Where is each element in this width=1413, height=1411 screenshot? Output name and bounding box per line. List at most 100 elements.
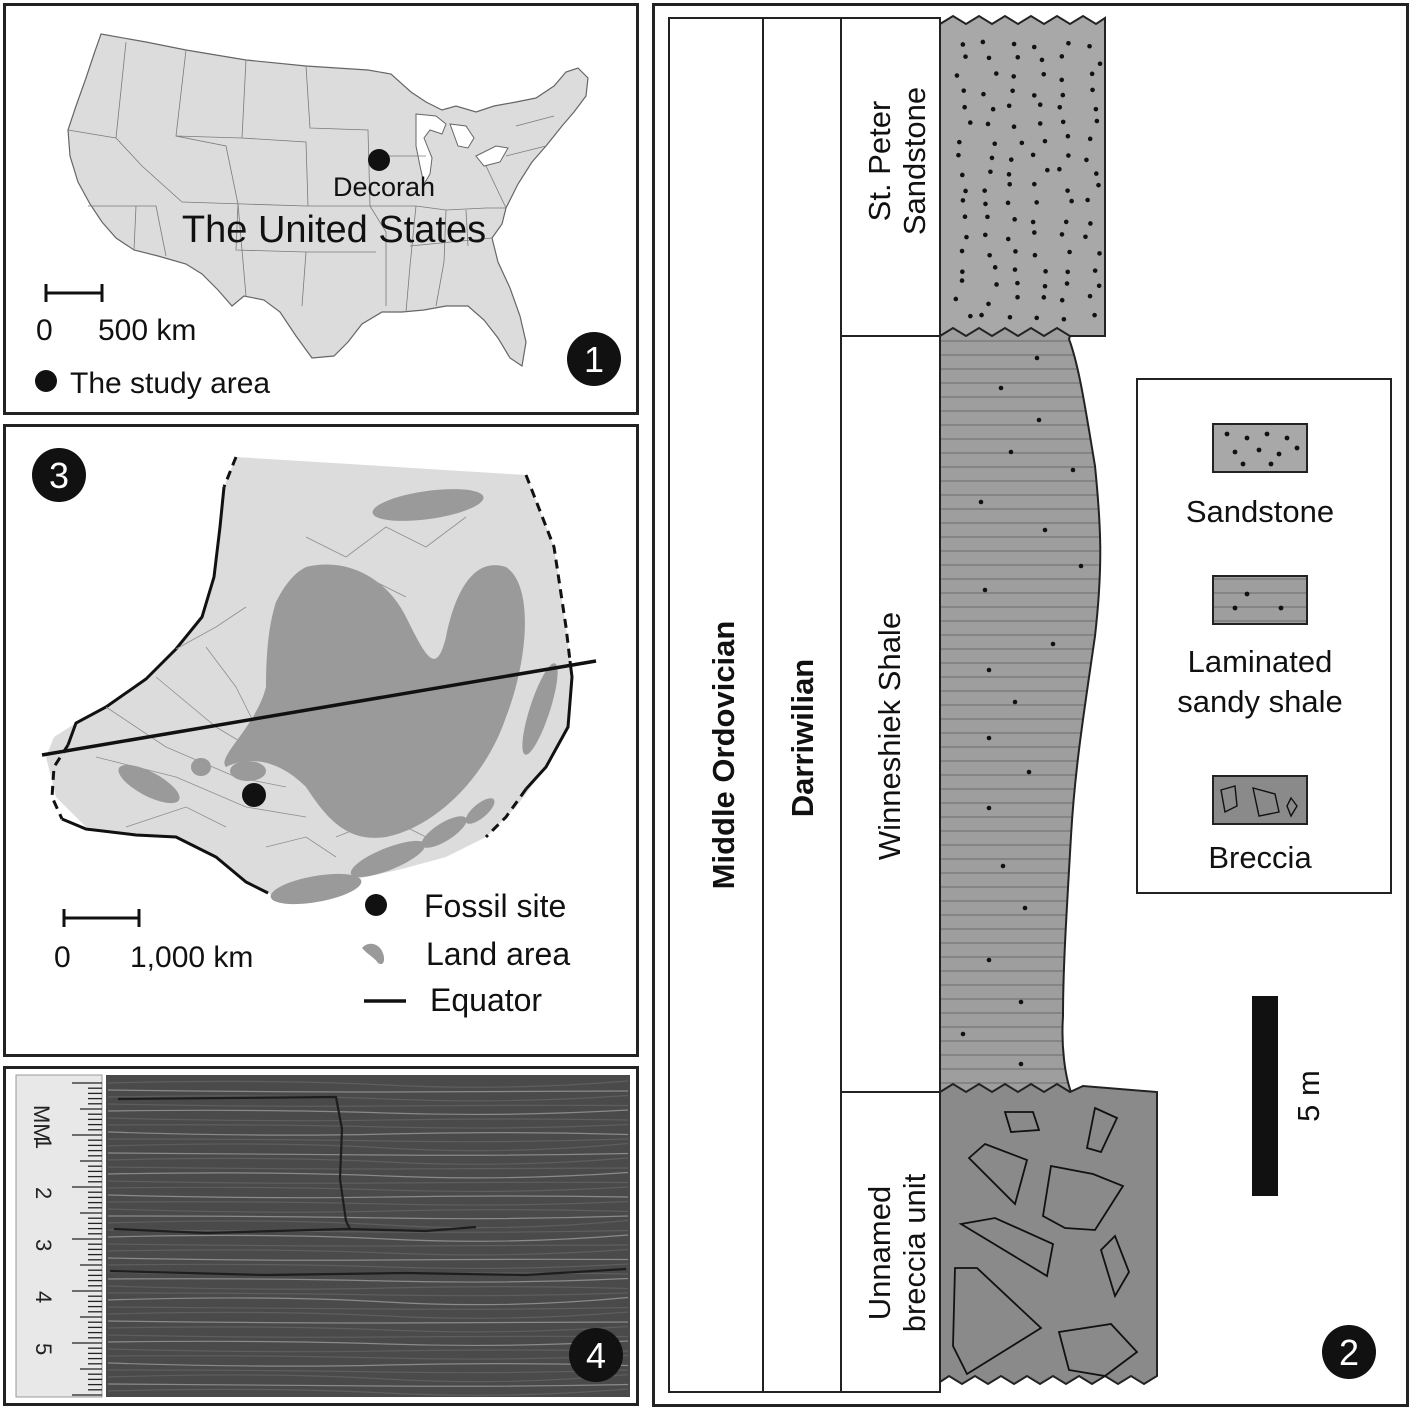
pattern-dot <box>994 282 999 287</box>
legend-breccia-clasts <box>1220 785 1298 818</box>
pattern-dot <box>988 169 993 175</box>
pattern-dot <box>1097 61 1103 67</box>
pattern-dot <box>1088 221 1093 226</box>
pattern-dot <box>981 91 986 97</box>
pattern-dot <box>1060 119 1066 125</box>
lamina-line <box>107 1208 629 1213</box>
pattern-dot <box>964 234 969 240</box>
fossil-site-dot <box>242 783 266 807</box>
pattern-dot <box>963 188 968 194</box>
formation-label-middle: Winneshiek Shale <box>872 612 907 860</box>
lamina-line <box>107 1285 629 1290</box>
ruler-number-3: 3 <box>31 1239 56 1251</box>
pattern-dot <box>986 301 991 307</box>
equator-line <box>41 659 597 757</box>
legend-shale-label-line2: sandy shale <box>1177 684 1342 719</box>
pattern-dot <box>1066 153 1071 158</box>
pattern-dot <box>1057 104 1063 110</box>
pattern-dot <box>979 312 984 318</box>
pattern-dot <box>1059 77 1065 83</box>
pattern-dot <box>1018 999 1024 1005</box>
ruler-unit-label: MM <box>29 1105 54 1142</box>
lamina-line <box>107 1080 629 1088</box>
lamina-line <box>107 1263 629 1270</box>
pattern-dot <box>1032 252 1038 258</box>
legend-sandstone-dots <box>1224 431 1300 467</box>
pattern-dot <box>987 252 992 258</box>
legend-shale-dots <box>1232 591 1284 611</box>
panel-specimen-photo: MM 1 2 3 4 5 4 <box>3 1066 639 1406</box>
pattern-dot <box>968 313 973 319</box>
pattern-dot <box>1019 140 1025 146</box>
pattern-dot <box>1094 118 1100 124</box>
lamina-line <box>107 1340 629 1347</box>
pattern-dot <box>1031 44 1037 50</box>
formation-label-bottom-line2: breccia unit <box>897 1173 932 1332</box>
pattern-dot <box>1060 92 1066 98</box>
pattern-dot <box>960 1031 966 1037</box>
pattern-dot <box>1092 268 1098 273</box>
lamina-line <box>107 1142 629 1152</box>
panel-badge-4-number: 4 <box>586 1335 606 1376</box>
legend-fossil-site-label: Fossil site <box>424 888 566 924</box>
coast-solid-east <box>524 660 574 791</box>
lamina-line <box>107 1325 629 1333</box>
pattern-dot <box>985 121 991 127</box>
pattern-dot <box>1043 269 1048 274</box>
lamina-line <box>107 1257 629 1261</box>
lamina-line <box>107 1369 629 1374</box>
lamina-line <box>107 1215 629 1220</box>
lamina-line <box>107 1234 629 1242</box>
rock-fractures <box>109 1095 627 1277</box>
ruler-number-2: 2 <box>31 1187 56 1199</box>
panel-badge-3 <box>32 448 86 502</box>
pattern-dot <box>1015 280 1020 286</box>
pattern-dot <box>1036 417 1042 423</box>
pattern-dot <box>1064 281 1070 286</box>
legend-land-area-label: Land area <box>426 936 570 972</box>
paleo-scale-bar <box>62 909 141 927</box>
vertical-scale-label: 5 m <box>1291 1070 1326 1122</box>
pattern-dot <box>1008 449 1014 455</box>
formation-label-bottom-line1: Unnamed <box>862 1186 897 1320</box>
pattern-dot <box>989 155 995 161</box>
lamina-line <box>107 1296 629 1306</box>
pattern-dot <box>960 269 965 275</box>
pattern-dot <box>1087 43 1092 49</box>
pattern-dot <box>959 248 965 254</box>
pattern-dot <box>1006 172 1012 177</box>
panel-paleogeographic-map: 0 1,000 km Fossil site Land area Equator… <box>3 424 639 1057</box>
pattern-dot <box>1007 181 1012 187</box>
land-areas <box>118 489 558 905</box>
pattern-dot <box>1059 232 1065 237</box>
pattern-dot <box>1039 57 1045 63</box>
pattern-dot <box>1084 157 1089 163</box>
legend-equator-label: Equator <box>430 982 542 1018</box>
strat-column-svg: Middle Ordovician Darriwilian St. Peter … <box>668 14 1392 1393</box>
pattern-dot <box>962 104 967 110</box>
state-boundaries <box>67 41 555 313</box>
pattern-dot <box>1037 121 1043 126</box>
lamina-line <box>107 1311 629 1319</box>
pattern-dot <box>1093 106 1099 112</box>
pattern-dot <box>1030 152 1036 158</box>
lamina-line <box>107 1292 629 1297</box>
lamina-line <box>107 1152 629 1156</box>
panel-badge-4 <box>569 1328 623 1382</box>
study-area-dot <box>368 149 390 171</box>
lamina-line <box>107 1306 629 1310</box>
pattern-dot <box>1034 355 1040 361</box>
place-label-decorah: Decorah <box>333 172 435 202</box>
pattern-dot <box>1037 102 1043 108</box>
pattern-dot <box>1041 295 1047 300</box>
lamina-line <box>107 1354 629 1360</box>
pattern-dot <box>1005 236 1011 242</box>
ruler-number-4: 4 <box>31 1291 56 1303</box>
lamina-line <box>107 1117 629 1122</box>
sandstone-dots <box>953 39 1103 322</box>
paleo-scale-distance-label: 1,000 km <box>130 941 253 974</box>
pattern-dot <box>967 120 973 125</box>
coast-dashed-north <box>222 456 238 488</box>
lamina-line <box>107 1383 629 1387</box>
pattern-dot <box>1050 641 1056 647</box>
